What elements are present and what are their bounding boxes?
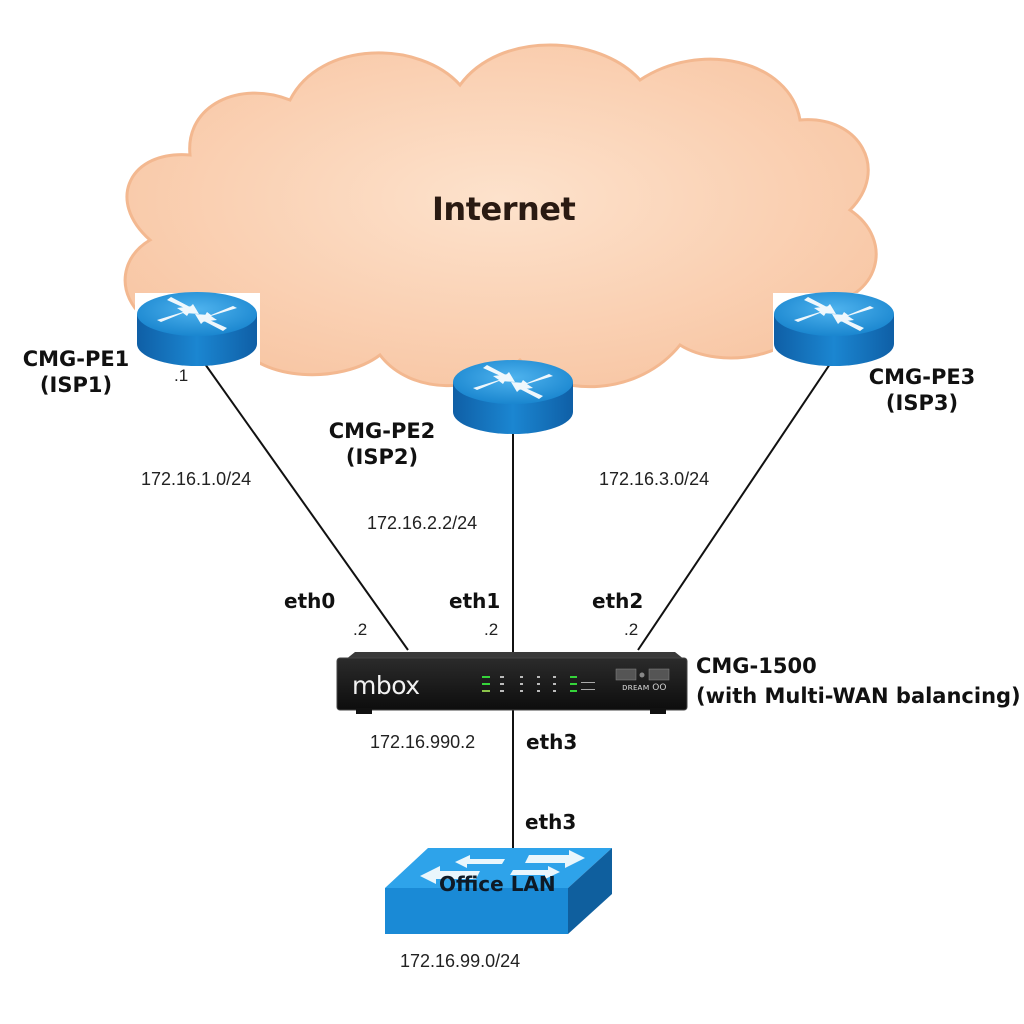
router-icon-pe3[interactable] (774, 292, 894, 366)
gateway-brand-logo: mbox (352, 671, 420, 700)
router-isp-pe3: (ISP3) (885, 391, 959, 415)
router-name-pe3: CMG-PE3 (868, 365, 976, 389)
internet-label: Internet (432, 190, 576, 228)
pe1-host-octet: .1 (174, 366, 189, 385)
gateway-panel-text: ᴅʀᴇᴀᴍ OO (622, 683, 667, 693)
eth1-host-octet: .2 (484, 620, 499, 639)
link-subnet-pe3: 172.16.3.0/24 (599, 469, 710, 489)
router-label-pe1: CMG-PE1 (ISP1) (12, 346, 140, 398)
eth0-host-octet: .2 (353, 620, 368, 639)
lan-gateway-address: 172.16.990.2 (370, 732, 476, 752)
router-isp-pe2: (ISP2) (345, 445, 419, 469)
link-pe3-eth2 (637, 363, 831, 651)
router-icon-pe1[interactable] (137, 292, 257, 366)
link-subnet-pe2: 172.16.2.2/24 (367, 513, 478, 533)
gateway-label: CMG-1500 (with Multi-WAN balancing) (696, 651, 1021, 711)
router-label-pe2: CMG-PE2 (ISP2) (318, 418, 446, 470)
link-pe1-eth0 (204, 363, 409, 651)
gateway-device[interactable] (336, 652, 688, 714)
port-icon-right (648, 668, 670, 681)
router-name-pe1: CMG-PE1 (22, 347, 130, 371)
port-icon-left (615, 668, 637, 681)
interface-eth1: eth1 (449, 589, 501, 613)
switch-subnet: 172.16.99.0/24 (400, 951, 521, 971)
link-subnet-pe1: 172.16.1.0/24 (141, 469, 252, 489)
router-label-pe3: CMG-PE3 (ISP3) (858, 364, 986, 416)
interface-eth0: eth0 (284, 589, 336, 613)
office-lan-switch[interactable] (385, 848, 612, 934)
router-isp-pe1: (ISP1) (39, 373, 113, 397)
status-leds (482, 676, 595, 692)
interface-eth3-gateway: eth3 (526, 730, 578, 754)
gateway-description: (with Multi-WAN balancing) (696, 684, 1021, 708)
switch-label: Office LAN (439, 872, 556, 896)
interface-eth2: eth2 (592, 589, 644, 613)
eth2-host-octet: .2 (624, 620, 639, 639)
gateway-model: CMG-1500 (696, 654, 817, 678)
interface-eth3-switch: eth3 (525, 810, 577, 834)
switch-arrows-icon (420, 850, 585, 884)
router-name-pe2: CMG-PE2 (328, 419, 436, 443)
router-icon-pe2[interactable] (453, 360, 573, 434)
